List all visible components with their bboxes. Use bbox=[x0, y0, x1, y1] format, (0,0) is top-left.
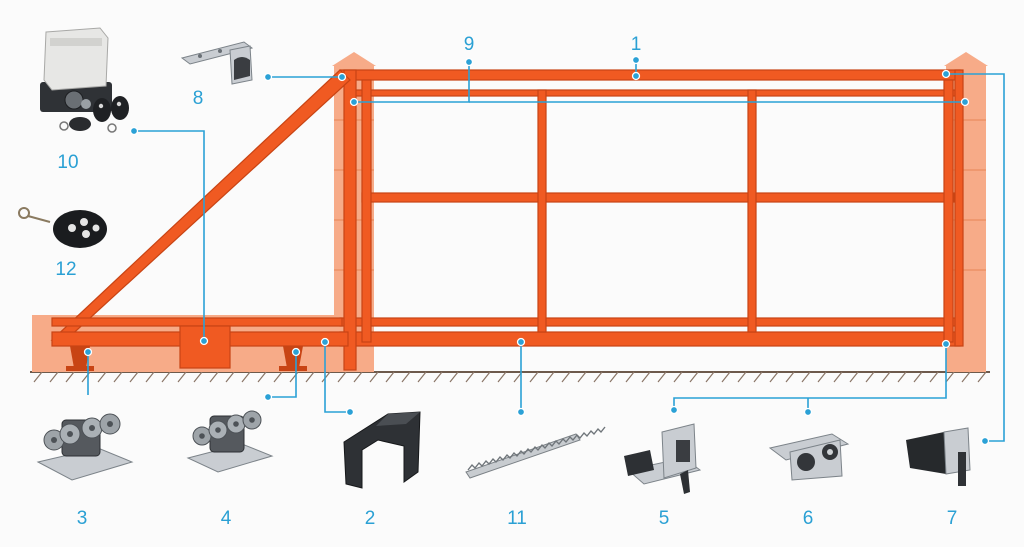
guide-rail-profile-icon bbox=[343, 411, 421, 489]
leader-lines bbox=[87, 60, 1005, 442]
label-frame: 1 bbox=[631, 34, 642, 55]
label-end-roller: 5 bbox=[659, 508, 670, 529]
leader-dots bbox=[83, 55, 990, 446]
label-catcher-bottom: 7 bbox=[947, 508, 958, 529]
label-guide-rail: 2 bbox=[365, 508, 376, 529]
label-top-guide-roller: 6 bbox=[803, 508, 814, 529]
label-catcher-top: 8 bbox=[193, 88, 204, 109]
label-gear-rack: 11 bbox=[507, 508, 527, 529]
gear-rack-icon bbox=[465, 426, 606, 479]
roller-carriage-icon bbox=[186, 410, 274, 473]
drive-motor-box bbox=[179, 325, 231, 369]
label-drive-kit: 10 bbox=[57, 152, 78, 173]
end-roller-bracket-icon bbox=[624, 423, 702, 494]
gate-motor-icon bbox=[40, 27, 129, 133]
label-roller-carriage-b: 4 bbox=[221, 508, 232, 529]
label-roller-carriage-a: 3 bbox=[77, 508, 88, 529]
roller-carriage-icon bbox=[36, 413, 134, 481]
label-frame-profile: 9 bbox=[464, 34, 475, 55]
guide-roller-icon bbox=[768, 433, 850, 481]
carriage-markers bbox=[66, 346, 307, 371]
bottom-catcher-bracket-icon bbox=[906, 427, 971, 486]
top-catcher-bracket-icon bbox=[180, 41, 254, 85]
label-remote: 12 bbox=[55, 259, 76, 280]
ground bbox=[30, 371, 990, 383]
gate-frame bbox=[50, 69, 964, 371]
remote-keyfob-icon bbox=[18, 207, 107, 248]
